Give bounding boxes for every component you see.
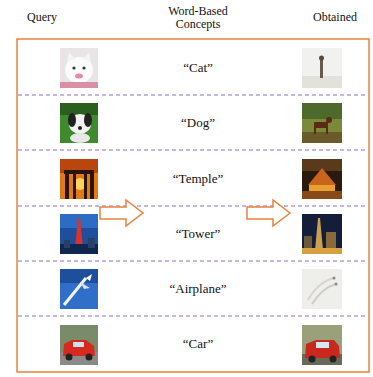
concept-word: “Cat” bbox=[138, 61, 258, 75]
query-tower-photo bbox=[60, 214, 98, 254]
query-dog-photo bbox=[60, 103, 98, 143]
concept-word: “Tower” bbox=[138, 227, 258, 241]
query-airplane-photo bbox=[60, 269, 98, 309]
frame bbox=[17, 39, 369, 372]
obtained-car-photo bbox=[302, 325, 342, 365]
block-arrow bbox=[100, 200, 143, 226]
obtained-tower-photo bbox=[302, 214, 342, 254]
obtained-cat-photo bbox=[302, 48, 342, 88]
concept-word: “Car” bbox=[138, 337, 258, 351]
column-header: Word-Based Concepts bbox=[158, 5, 238, 31]
concept-word: “Temple” bbox=[138, 172, 258, 186]
column-header: Obtained bbox=[300, 11, 370, 24]
obtained-dog-photo bbox=[302, 103, 342, 143]
block-arrow bbox=[247, 200, 290, 226]
row-separators bbox=[18, 95, 368, 316]
query-temple-photo bbox=[60, 159, 98, 199]
column-header: Query bbox=[7, 11, 77, 24]
concept-word: “Dog” bbox=[138, 116, 258, 130]
query-car-photo bbox=[60, 325, 98, 365]
query-cat-photo bbox=[60, 48, 98, 88]
obtained-airplane-photo bbox=[302, 269, 342, 309]
concept-word: “Airplane” bbox=[138, 282, 258, 296]
obtained-temple-photo bbox=[302, 159, 342, 199]
